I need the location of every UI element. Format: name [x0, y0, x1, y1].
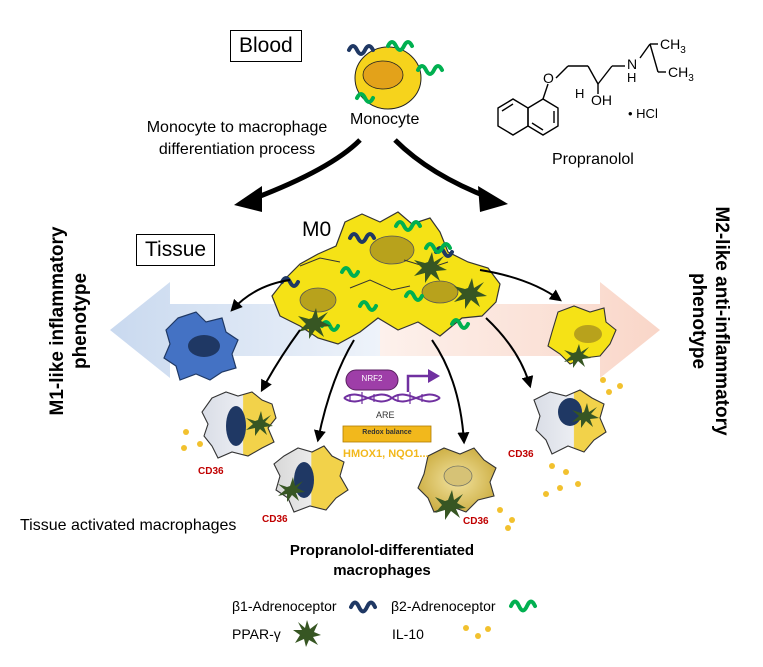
legend-beta1-icon: [349, 600, 377, 614]
chem-o: O: [543, 70, 554, 86]
ppar-gamma-icon: [454, 278, 487, 309]
chem-nh: H: [627, 70, 637, 85]
ppar-gamma-icon: [278, 477, 305, 502]
arrow-to-propranolol-2: [431, 339, 470, 445]
differentiation-label-line1: Monocyte to macrophage: [146, 119, 328, 136]
il10-dots: [181, 377, 623, 531]
legend-ppar-icon: [293, 620, 321, 647]
beta1-receptor-icon: [434, 246, 454, 258]
activated-macrophage-left: [201, 391, 277, 459]
ppar-gamma-icon: [246, 411, 273, 436]
arrow-to-m2-activated: [485, 317, 534, 389]
flow-arrow-left-head: [234, 186, 262, 212]
legend-beta1-label: β1-Adrenoceptor: [232, 598, 337, 614]
legend-il10-label: IL-10: [392, 626, 424, 642]
differentiation-label-line2: differentiation process: [158, 141, 316, 158]
beta2-receptor-icon: [340, 266, 360, 278]
arrow-to-activated: [260, 329, 301, 393]
propranolol-structure: [497, 43, 666, 136]
flow-arrow-right-head: [478, 186, 508, 212]
propranolol-diff-label-line1: Propranolol-differentiated: [289, 542, 475, 559]
m0-label: M0: [302, 218, 332, 241]
propranolol-diff-label-line2: macrophages: [333, 562, 431, 579]
chem-oh: OH: [591, 92, 612, 108]
are-label: ARE: [376, 410, 395, 420]
propranolol-label: Propranolol: [552, 151, 634, 168]
blood-label: Blood: [230, 30, 302, 62]
legend-beta2-icon: [509, 599, 537, 613]
m1-macrophage: [163, 311, 239, 381]
legend-beta2-label: β2-Adrenoceptor: [391, 598, 496, 614]
beta2-receptor-icon: [450, 318, 470, 330]
beta1-receptor-icon: [347, 44, 375, 56]
m2-macrophage: [547, 305, 617, 368]
legend-il10-icon: [463, 625, 491, 639]
m2-phenotype-label: M2-like anti-inflammatory phenotype: [688, 206, 732, 436]
arrow-to-propranolol-1: [314, 339, 355, 443]
ppar-gamma-icon: [414, 252, 447, 283]
cd36-label: CD36: [262, 514, 288, 525]
ppar-gamma-icon: [298, 308, 331, 339]
hmox-label: HMOX1, NQO1...: [343, 448, 429, 460]
chem-n: N: [627, 56, 638, 72]
monocyte-label: Monocyte: [350, 111, 420, 128]
hcl-label: • HCl: [628, 106, 658, 121]
propranolol-macrophage-1: [273, 445, 349, 513]
chem-ch3-bottom: CH3: [668, 64, 694, 84]
cd36-label: CD36: [198, 466, 224, 477]
nrf2-pathway: [342, 369, 441, 443]
ppar-gamma-icon: [435, 490, 466, 520]
beta1-receptor-icon: [280, 276, 300, 288]
chem-ch3-top: CH3: [660, 36, 686, 56]
beta2-receptor-icon: [394, 220, 422, 232]
tissue-activated-label: Tissue activated macrophages: [20, 517, 237, 534]
ppar-gamma-icon: [564, 344, 591, 368]
cd36-label: CD36: [508, 449, 534, 460]
chem-h: H: [575, 86, 585, 101]
ppar-gamma-icon: [572, 403, 599, 428]
monocyte-cell: [354, 46, 422, 110]
beta2-receptor-icon: [358, 300, 378, 312]
arrow-to-m2: [479, 269, 562, 302]
redox-balance-label: Redox balance: [362, 429, 412, 436]
propranolol-macrophage-2: [417, 447, 497, 520]
flow-arrow-left: [249, 138, 362, 203]
beta2-receptor-icon: [355, 92, 375, 104]
activated-macrophage-right: [533, 389, 607, 455]
beta1-receptor-icon: [348, 232, 376, 244]
beta2-receptor-icon: [424, 242, 452, 254]
beta2-receptor-icon: [404, 290, 424, 302]
nrf2-label: NRF2: [361, 374, 383, 383]
beta2-receptor-icon: [386, 40, 414, 52]
flow-arrow-right: [393, 138, 491, 201]
cd36-label: CD36: [463, 516, 489, 527]
m1-phenotype-label: M1-like inflammatory phenotype: [47, 226, 91, 416]
beta2-receptor-icon: [416, 64, 444, 76]
legend-ppar-label: PPAR-γ: [232, 626, 281, 642]
arrow-to-m1: [230, 279, 291, 312]
tissue-label: Tissue: [136, 234, 216, 266]
